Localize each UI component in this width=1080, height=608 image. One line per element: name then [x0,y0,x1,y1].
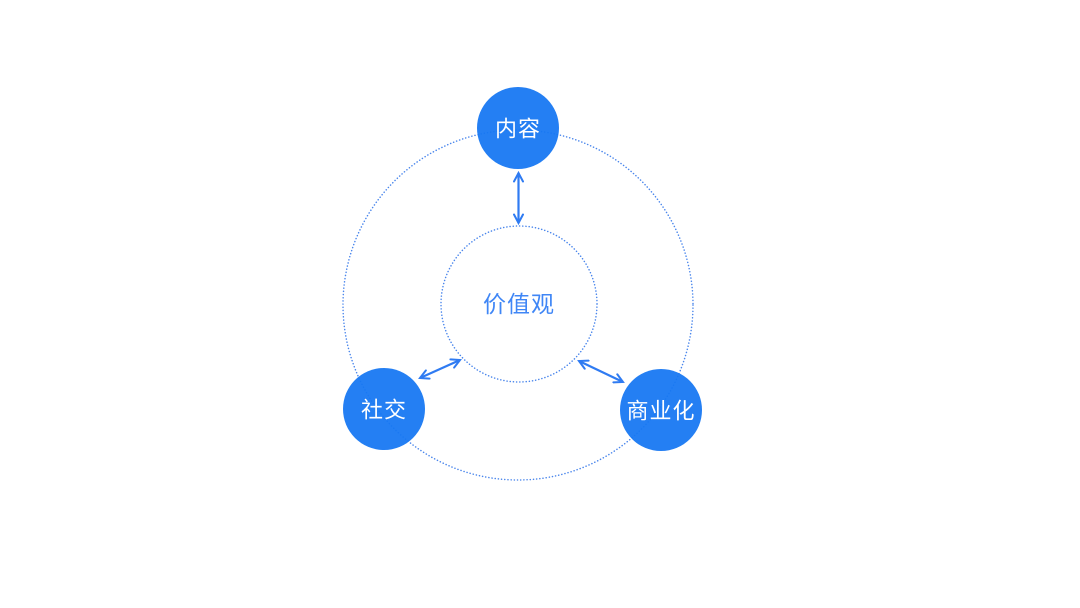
center-values-label: 价值观 [483,291,555,317]
node-commercialization: 商业化 [620,369,702,451]
arrow-social-values [420,360,460,378]
node-content-circle [477,87,559,169]
outer-dotted-ring [342,129,694,481]
arrow-commercialization-values [579,361,623,382]
node-commercialization-label: 商业化 [626,399,695,424]
node-content: 内容 [477,87,559,169]
node-content-label: 内容 [495,117,541,142]
node-social-label: 社交 [361,398,407,423]
center-dotted-circle [440,225,598,383]
node-social: 社交 [343,368,425,450]
node-commercialization-circle [620,369,702,451]
node-social-circle [343,368,425,450]
